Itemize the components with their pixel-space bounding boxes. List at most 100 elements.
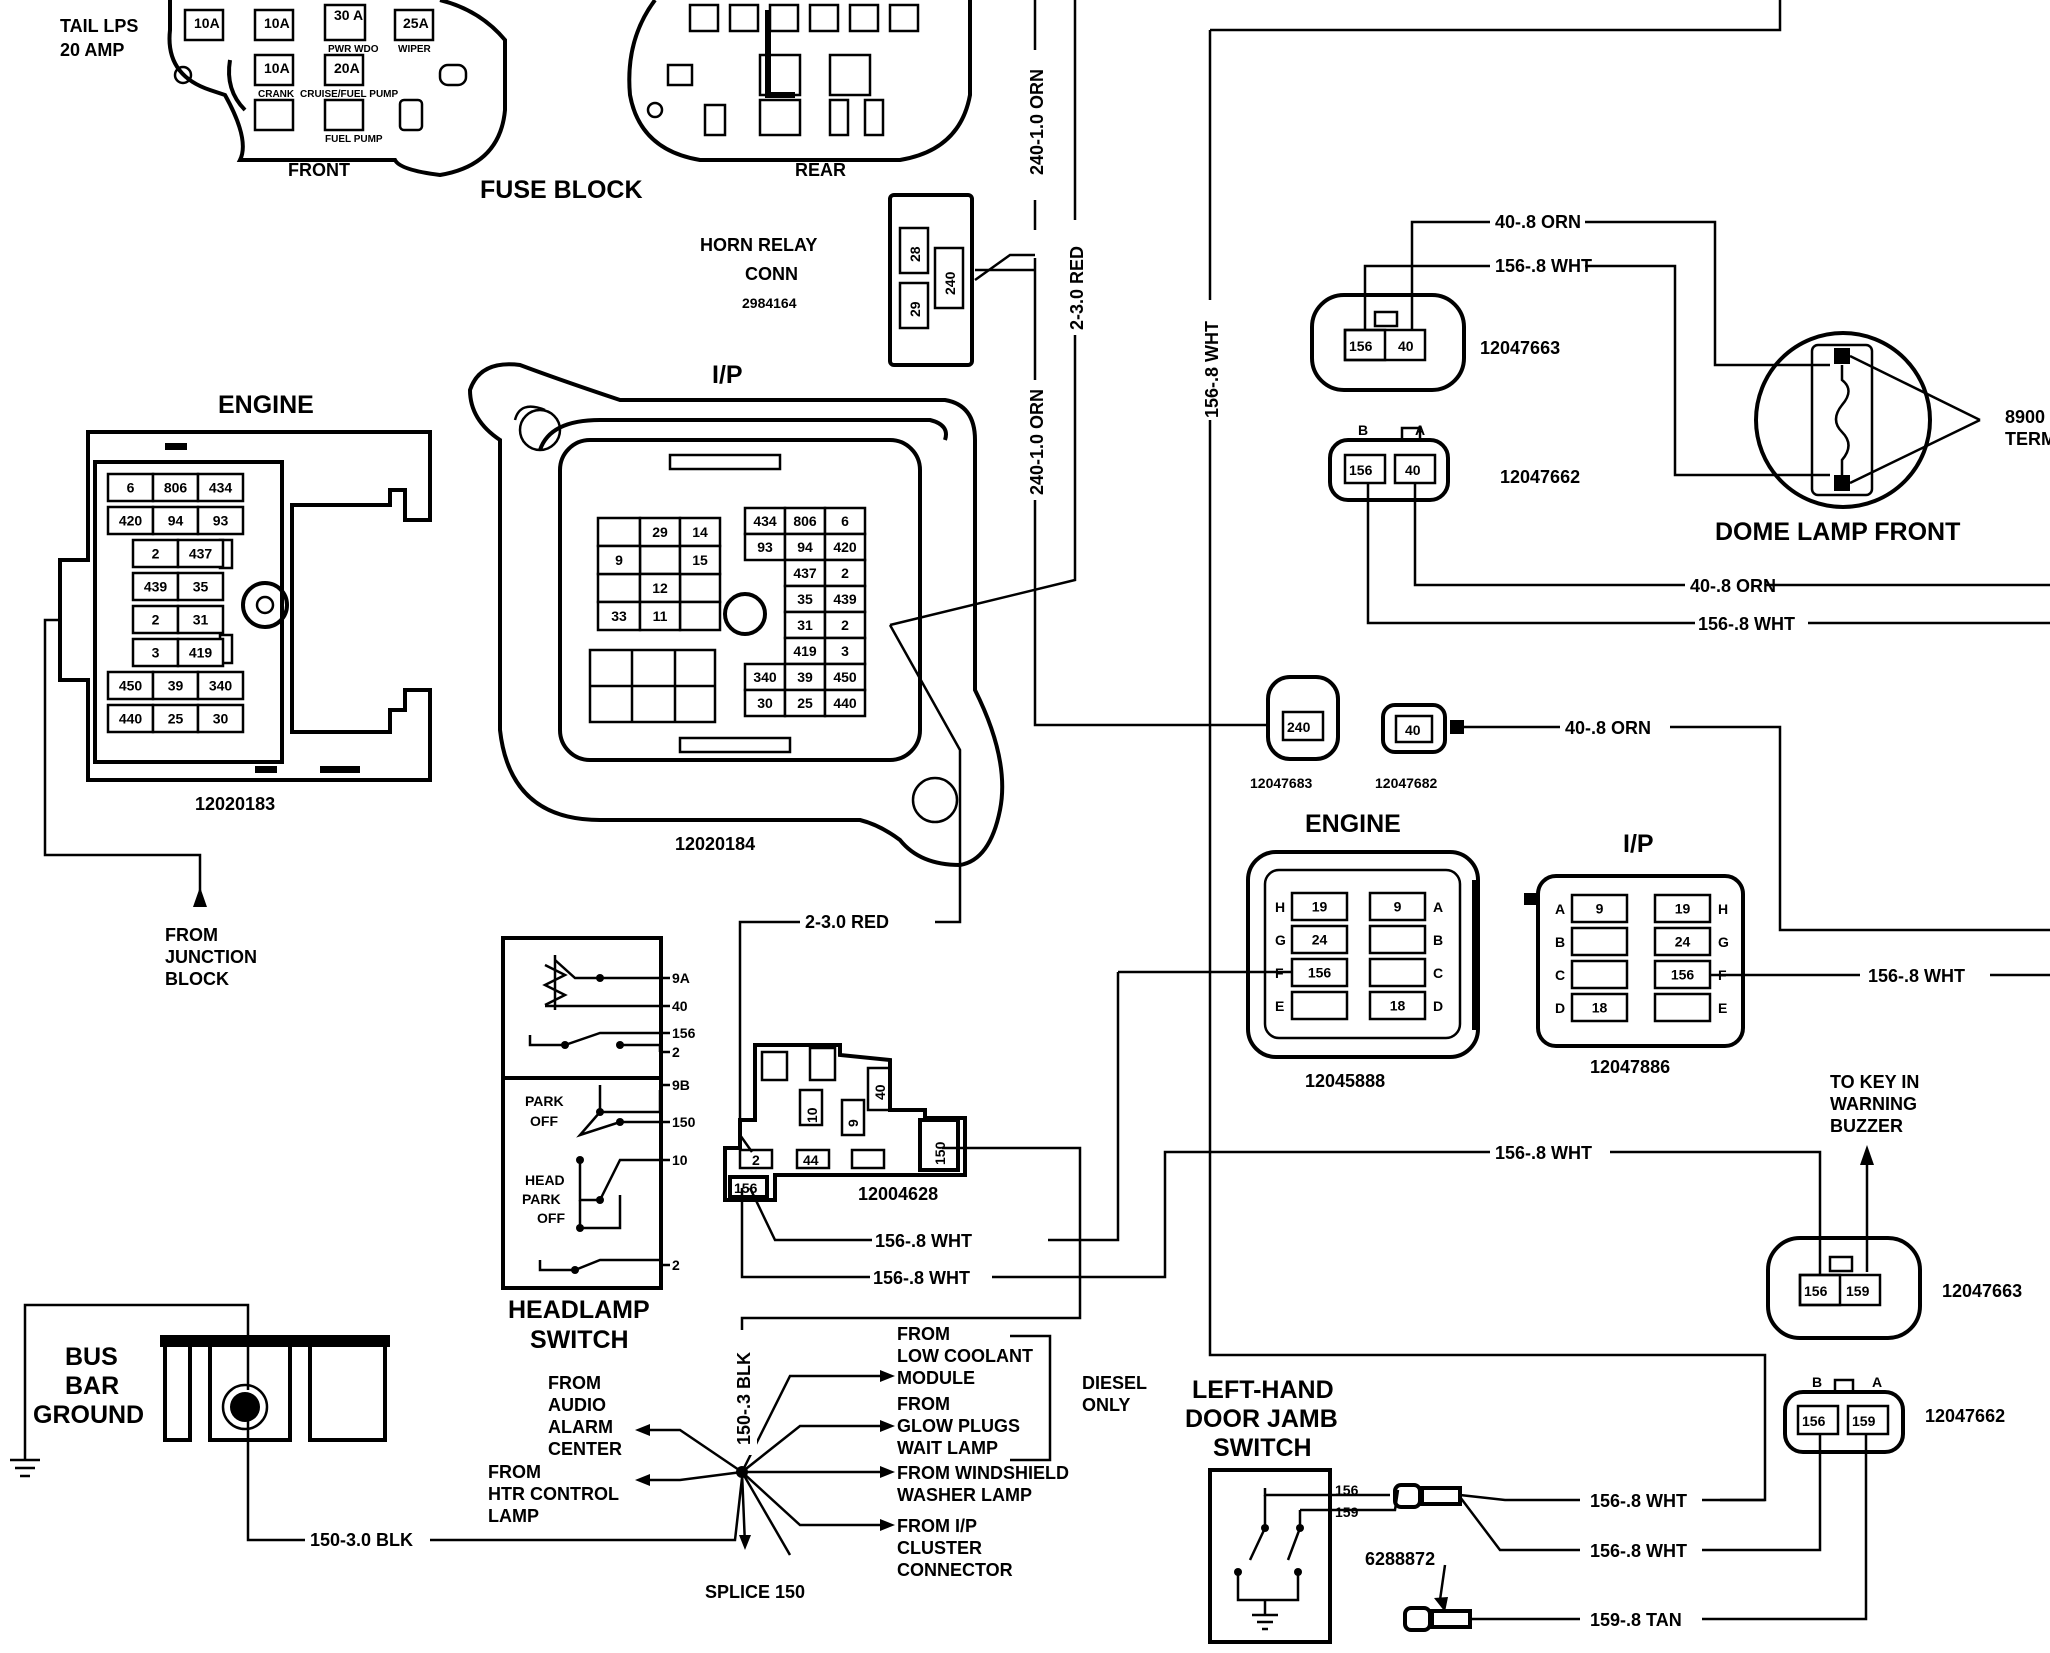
splice-from: ALARM <box>548 1417 613 1437</box>
ip-cavity-box <box>823 506 867 536</box>
engine-cavity: 806 <box>164 480 188 496</box>
pin-letter: H <box>1275 899 1285 915</box>
ip-cavity: 35 <box>797 591 813 607</box>
splice-from: FROM I/P <box>897 1516 977 1536</box>
ip-cavity: 340 <box>753 669 777 685</box>
splice-from: CLUSTER <box>897 1538 982 1558</box>
engine-cavity: 30 <box>213 711 229 727</box>
engine-cavity-box <box>176 538 225 569</box>
pin-letter: F <box>1718 967 1727 983</box>
wire-label: 150-.3 BLK <box>734 1352 754 1445</box>
splice-from: GLOW PLUGS <box>897 1416 1020 1436</box>
ip-cavity: 14 <box>692 524 708 540</box>
splice-from: MODULE <box>897 1368 975 1388</box>
ip-cavity: 94 <box>797 539 813 555</box>
fuse-value: 10A <box>194 15 220 31</box>
ip-cavity: 2 <box>841 617 849 633</box>
ip-cavity: 420 <box>833 539 857 555</box>
engine-cavity-box <box>131 571 180 602</box>
pin-letter: A <box>1555 901 1565 917</box>
engine-cavity: 31 <box>193 612 209 628</box>
bus-bar-title: GROUND <box>33 1401 144 1429</box>
inline-engine-cavity-box <box>1290 990 1349 1021</box>
dome-cavity: 156 <box>1349 462 1373 478</box>
ip-cavity: 439 <box>833 591 857 607</box>
buzzer-part: 12047662 <box>1925 1406 2005 1426</box>
term-label: TERM <box>2005 429 2050 449</box>
fuse-value: 20A <box>334 60 360 76</box>
pin-letter: B <box>1555 934 1565 950</box>
wire-label: 40-.8 ORN <box>1565 718 1651 738</box>
pin-letter: F <box>1275 965 1284 981</box>
horn-relay-part: 2984164 <box>742 295 797 311</box>
pin-letter: A <box>1433 899 1443 915</box>
inline-engine-cavity: 18 <box>1390 998 1406 1014</box>
conn-cavity: 2 <box>752 1152 760 1168</box>
horn-cavity: 240 <box>942 271 958 295</box>
dome-lamp-title: DOME LAMP FRONT <box>1715 518 1960 546</box>
engine-cavity: 437 <box>189 546 213 562</box>
mid-part: 12047682 <box>1375 775 1438 791</box>
inline-ip-connector: I/P <box>1524 830 1745 1048</box>
wire-label: 156-.8 WHT <box>1495 256 1592 276</box>
part-numbers: 12020183 12020184 12045888 12047886 <box>195 794 1670 1091</box>
switch-terminal: 150 <box>672 1114 696 1130</box>
ip-cavity: 12 <box>652 580 668 596</box>
door-terminal: 159 <box>1335 1504 1359 1520</box>
engine-cavity-box <box>176 637 225 668</box>
engine-cavity: 419 <box>189 645 213 661</box>
connector-12004628: 10 9 40 150 2 44 156 12004628 <box>723 1043 967 1204</box>
inline-engine-part: 12045888 <box>1305 1071 1385 1091</box>
engine-cavity-box <box>106 703 155 734</box>
inline-engine-title: ENGINE <box>1305 810 1401 838</box>
buzzer-note: BUZZER <box>1830 1116 1903 1136</box>
door-switch-title: DOOR JAMB <box>1185 1405 1338 1433</box>
ip-cavity: 29 <box>652 524 668 540</box>
conn-cavity: 40 <box>872 1084 888 1100</box>
ip-cavity-box <box>783 506 827 536</box>
ip-blank-box <box>678 572 722 604</box>
ip-cavity: 440 <box>833 695 857 711</box>
headlamp-switch-title: SWITCH <box>530 1326 629 1354</box>
engine-conn-title: ENGINE <box>218 391 314 419</box>
ip-cavity: 6 <box>841 513 849 529</box>
engine-cavity: 2 <box>152 612 160 628</box>
pin-letter: E <box>1275 998 1284 1014</box>
ip-cavity-box <box>823 688 867 718</box>
mid-connectors: 240 40 12047683 12047682 <box>1250 675 1464 791</box>
wire-label: 156-.8 WHT <box>1698 614 1795 634</box>
inline-engine-cavity-box <box>1368 957 1427 988</box>
inline-engine-cavity: 19 <box>1312 899 1328 915</box>
ip-cavity-box <box>743 532 787 562</box>
conn-cavity: 150 <box>932 1141 948 1165</box>
fuse-value: 25A <box>403 15 429 31</box>
inline-engine-cavity: 9 <box>1394 899 1402 915</box>
horn-cavity: 28 <box>907 246 923 262</box>
ip-cavity: 419 <box>793 643 817 659</box>
inline-engine-cavity-box <box>1290 891 1349 922</box>
inline-ip-cavity-box <box>1653 959 1712 990</box>
wire-label: 156-.8 WHT <box>1868 966 1965 986</box>
dome-cavity: 40 <box>1405 462 1421 478</box>
conn-cavity: 10 <box>804 1107 820 1123</box>
splice-from: AUDIO <box>548 1395 606 1415</box>
fuse-name: CRUISE/FUEL PUMP <box>300 89 398 100</box>
junction-note: JUNCTION <box>165 947 257 967</box>
buzzer-connectors: TO KEY IN WARNING BUZZER 156 159 1204766… <box>1766 1072 2022 1454</box>
headlamp-switch-title: HEADLAMP <box>508 1296 650 1324</box>
ip-cavity-box <box>638 516 682 548</box>
engine-cavity: 3 <box>152 645 160 661</box>
switch-position: OFF <box>537 1210 565 1226</box>
switch-position: HEAD <box>525 1172 565 1188</box>
ip-cavity-box <box>783 610 827 640</box>
buzzer-cavity: 156 <box>1804 1283 1828 1299</box>
engine-cavity-box <box>106 505 155 536</box>
splice-from: FROM WINDSHIELD <box>897 1463 1069 1483</box>
fuse-value: 10A <box>264 15 290 31</box>
fuse-name: WIPER <box>398 44 432 55</box>
bus-bar-title: BAR <box>65 1372 119 1400</box>
pin-letter: G <box>1275 932 1286 948</box>
fuse-block-rear-label: REAR <box>795 160 846 180</box>
switch-position: OFF <box>530 1113 558 1129</box>
